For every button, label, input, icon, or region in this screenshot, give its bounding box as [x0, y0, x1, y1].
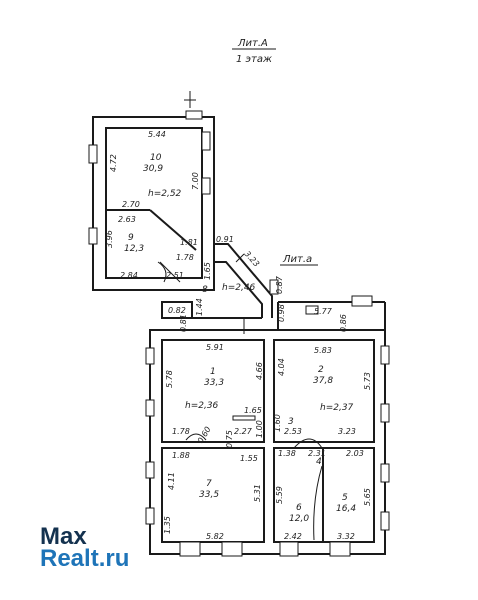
dimension-label: 4.11	[167, 472, 176, 490]
room-6-number: 6	[296, 503, 302, 513]
room-labels: 10 30,9 9 12,3 8 1 33,3 2 37,8 3 4 7 33,…	[124, 153, 356, 524]
dimension-label: 1.65	[244, 406, 262, 415]
dimension-label: 4.66	[255, 362, 264, 380]
dimension-label: 2.51	[166, 271, 184, 280]
dimension-label: 1.55	[240, 454, 258, 463]
dimension-label: 3.96	[105, 230, 114, 248]
dimension-label: 3.23	[338, 427, 356, 436]
dimension-label: 3.32	[337, 532, 355, 541]
dimension-label: 5.77	[314, 307, 333, 316]
room-10-area: 30,9	[143, 164, 163, 174]
title-lit-a: Лит.А	[237, 38, 268, 49]
room-10-number: 10	[150, 153, 162, 163]
room-5-area: 16,4	[336, 504, 356, 514]
dimension-label: 0.87	[275, 275, 284, 294]
dimension-label: 1.78	[172, 427, 190, 436]
dimension-label: 2.42	[284, 532, 302, 541]
dimension-label: 1.00	[255, 420, 264, 438]
height-label: h=2,36	[185, 401, 219, 411]
dimension-label: 1.44	[195, 298, 204, 316]
upper-block-walls	[92, 116, 215, 291]
room-2-area: 37,8	[313, 376, 333, 386]
lower-block-walls	[149, 301, 386, 555]
dimension-label: 0.75	[225, 430, 234, 448]
dimension-label: 1.78	[176, 253, 194, 262]
dimension-label: 5.31	[253, 484, 262, 502]
dimension-label: 2.63	[118, 215, 136, 224]
dimension-label: 0.86	[339, 314, 348, 332]
dimension-label: 2.27	[234, 427, 253, 436]
dimension-label: 0.91	[216, 235, 234, 244]
dimension-label: 1.81	[180, 238, 198, 247]
height-label: h=2,52	[148, 189, 182, 199]
dimension-label: 1.65	[203, 262, 212, 280]
dimension-label: 0.81	[179, 314, 188, 332]
lower-block-windows	[145, 295, 390, 557]
dimension-label: 4.72	[109, 154, 118, 172]
dimension-label: 2.03	[346, 449, 364, 458]
dimension-label: 5.73	[363, 372, 372, 390]
dimension-label: 2.31	[308, 449, 326, 458]
ceiling-heights: h=2,52 h=2,46 h=2,36 h=2,37	[148, 189, 354, 413]
dimension-label: 2.70	[122, 200, 140, 209]
dimension-label: 1.88	[172, 451, 190, 460]
dimension-label: 5.91	[206, 343, 224, 352]
height-label: h=2,37	[320, 403, 354, 413]
room-7-area: 33,5	[199, 490, 219, 500]
dimension-label: 5.59	[275, 486, 284, 504]
dimension-label: 5.65	[363, 488, 372, 506]
room-2-number: 2	[318, 365, 324, 375]
dimension-label: 0.98	[277, 304, 286, 322]
dimension-label: 1.38	[278, 449, 296, 458]
room-9-area: 12,3	[124, 244, 144, 254]
room-9-number: 9	[128, 233, 134, 243]
room-1-area: 33,3	[204, 378, 224, 388]
room-7-number: 7	[206, 479, 212, 489]
room-8-number: 8	[202, 285, 208, 295]
room-6-area: 12,0	[289, 514, 309, 524]
dimension-label: 0.82	[168, 306, 186, 315]
dimension-label: 5.82	[206, 532, 224, 541]
dimension-label: 1.35	[163, 516, 172, 534]
brand-logo: Max Realt.ru	[40, 523, 130, 572]
upper-block-windows	[88, 91, 211, 245]
brand-line-1: Max	[40, 523, 87, 550]
room-3-number: 3	[288, 417, 294, 427]
dimension-label: 4.04	[277, 358, 286, 376]
annex-walls	[161, 243, 279, 334]
dimension-label: 2.84	[120, 271, 138, 280]
room-5-number: 5	[342, 493, 348, 503]
height-label: h=2,46	[222, 283, 256, 293]
dimension-label: 5.83	[314, 346, 332, 355]
dimension-label: 7.00	[191, 172, 200, 190]
brand-line-2: Realt.ru	[40, 545, 130, 572]
dimension-labels: 5.44 4.72 7.00 2.70 2.63 3.96 1.81 1.78 …	[105, 130, 372, 541]
dimension-label: 5.44	[148, 130, 166, 139]
dimension-label: 2.53	[284, 427, 302, 436]
dimension-label: 1.60	[273, 414, 282, 432]
room-1-number: 1	[210, 367, 216, 377]
title-floor: 1 этаж	[236, 54, 272, 65]
annex-label: Лит.а	[282, 254, 312, 265]
dimension-label: 5.78	[165, 370, 174, 388]
room-4-number: 4	[316, 457, 322, 467]
